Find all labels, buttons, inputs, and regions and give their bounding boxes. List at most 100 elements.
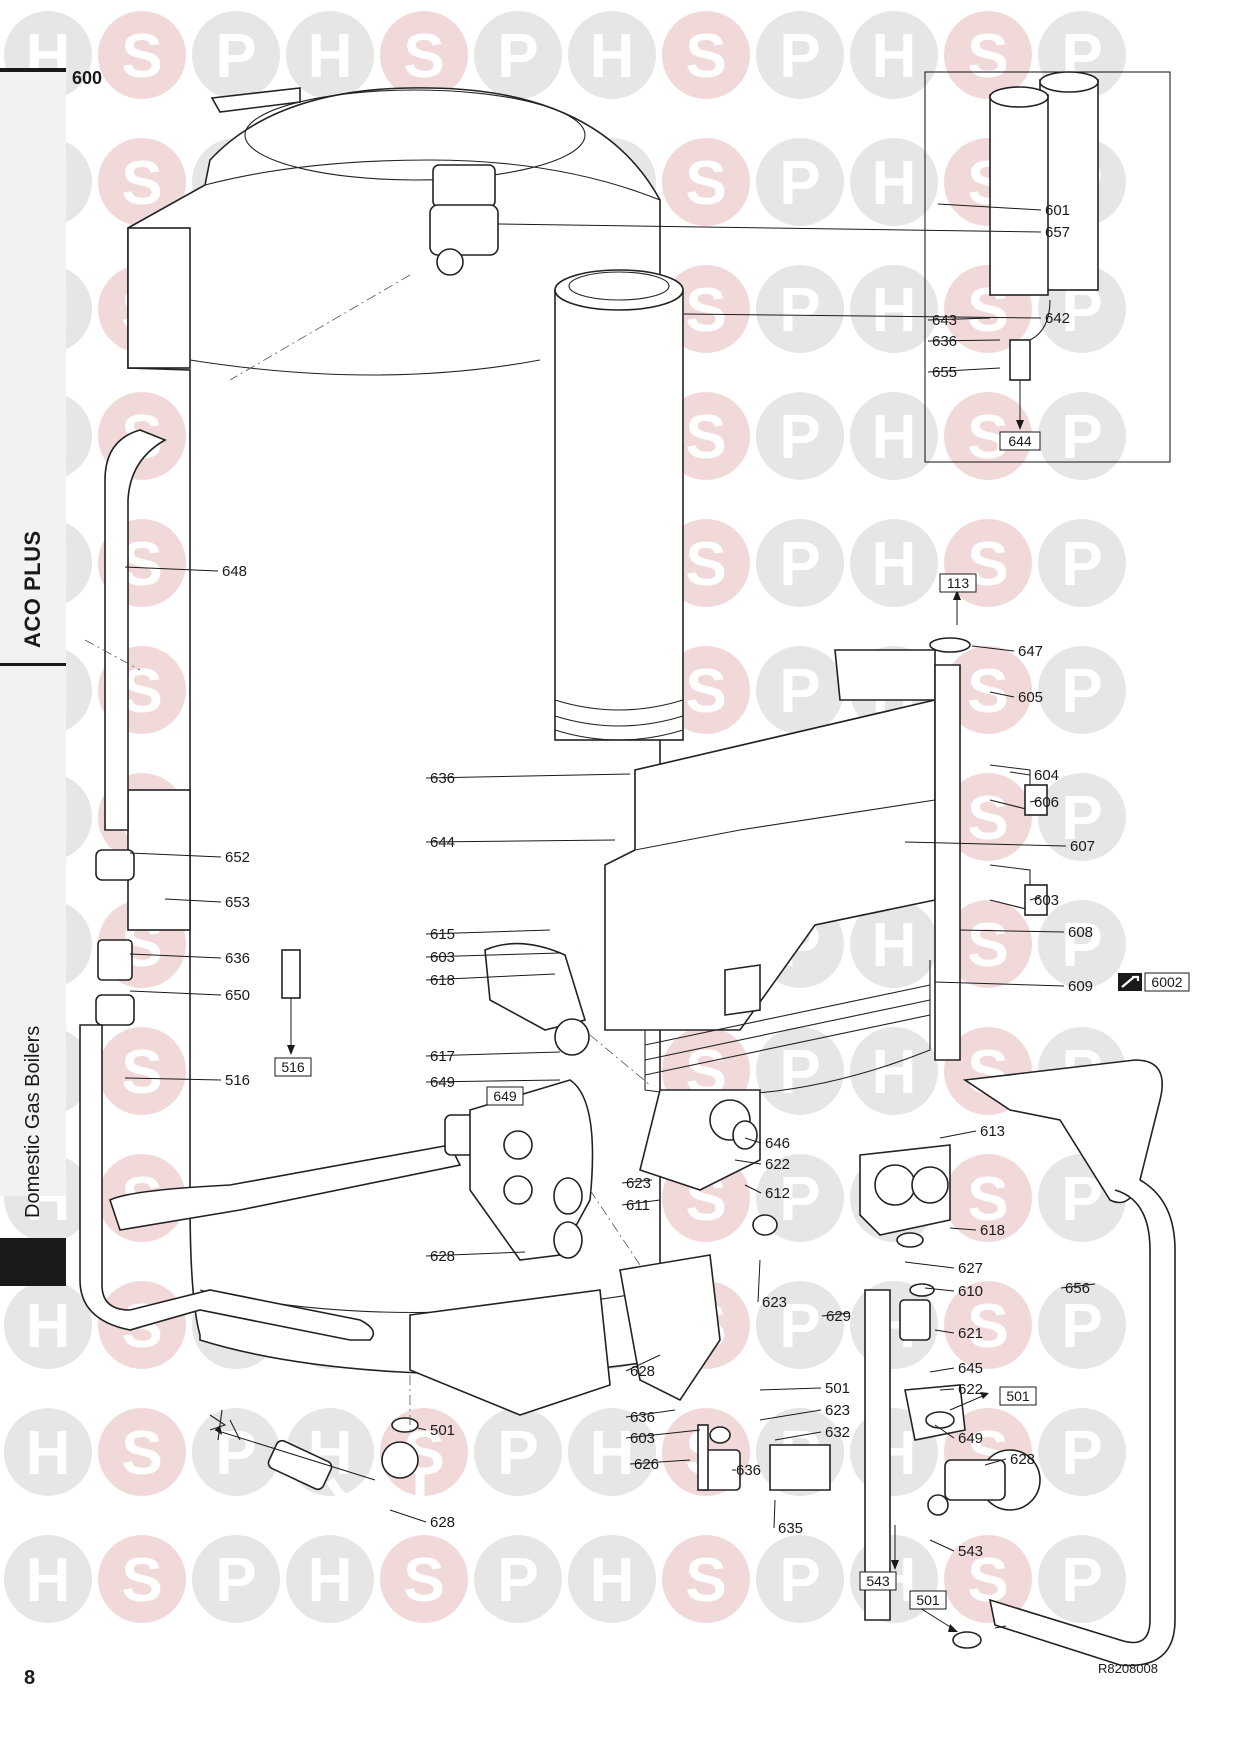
callout-leaders [124,203,1096,1629]
callout-label: 604 [1034,767,1059,784]
watermark-disc [4,1535,92,1623]
callout-leader [959,929,1065,933]
watermark-disc [850,138,938,226]
clips [989,764,1048,916]
watermark-disc [474,11,562,99]
watermark-letter: S [967,911,1008,980]
watermark-letter: S [967,657,1008,726]
watermark-letter: S [685,403,726,472]
callout-label: 644 [430,834,455,851]
callout-leader [757,1259,761,1303]
watermark-disc [568,1535,656,1623]
reference-box-label: 501 [1006,1388,1030,1404]
filter-cartridge [554,269,684,741]
callout-label: 647 [1018,643,1043,660]
watermark-letter: P [1061,403,1102,472]
watermark-letter: S [685,149,726,218]
watermark-disc [98,1408,186,1496]
watermark-letter: S [685,22,726,91]
callout-leader [1060,1283,1096,1289]
reference-box [909,1590,947,1610]
watermark-letter: P [215,1419,256,1488]
watermark-disc [756,392,844,480]
watermark-disc [98,138,186,226]
reference-box [999,1386,1037,1406]
watermark-letter: H [590,1546,635,1615]
reference-box [486,1086,524,1106]
left-manifold [469,942,594,1261]
callout-leader [164,898,222,903]
watermark-disc [286,1535,374,1623]
watermark-disc [1038,900,1126,988]
callout-label: 636 [932,333,957,350]
watermark-disc [756,1281,844,1369]
watermark-disc [850,519,938,607]
callout-label: 628 [430,1248,455,1265]
callout-leader [629,1459,691,1465]
watermark-disc [1038,1535,1126,1623]
watermark-letter: H [308,1546,353,1615]
reference-box [859,1571,897,1591]
watermark-disc [98,1535,186,1623]
callout-label: 645 [958,1360,983,1377]
watermark-letter: H [26,1292,71,1361]
assembly-guidelines [84,274,651,1430]
callout-leader [927,339,1001,342]
callout-leader [904,1261,955,1269]
callout-label: 601 [1045,202,1070,219]
watermark-letter: H [590,1419,635,1488]
callout-leader [904,841,1067,847]
watermark-letter: S [121,1038,162,1107]
watermark-disc [1038,392,1126,480]
callout-label: 607 [1070,838,1095,855]
callout-leader [949,1227,977,1231]
callout-leader [425,952,561,958]
callout-label: 628 [630,1363,655,1380]
callout-label: 636 [430,770,455,787]
watermark-disc [662,519,750,607]
callout-leader [971,645,1015,652]
watermark-letter: H [872,911,917,980]
callout-leader [939,1388,955,1391]
callout-leader [984,1458,1007,1466]
callout-label: 501 [825,1380,850,1397]
callout-leader [927,367,1001,373]
callout-label: 655 [932,364,957,381]
watermark-disc [380,1535,468,1623]
drain-hose [209,1409,425,1521]
reference-box-label: 649 [493,1088,517,1104]
watermark-letter: P [779,149,820,218]
callout-label: 649 [958,1430,983,1447]
watermark-disc [662,392,750,480]
watermark-disc [944,1281,1032,1369]
watermark-letter: H [872,22,917,91]
watermark-disc [756,1535,844,1623]
seals [391,637,982,1649]
watermark-letter: P [779,22,820,91]
watermark-letter: P [1061,911,1102,980]
callout-label: 623 [762,1294,787,1311]
watermark-letter: S [967,784,1008,853]
watermark-letter: P [779,1546,820,1615]
watermark-letter: P [1061,1292,1102,1361]
callout-label: 618 [430,972,455,989]
watermark-disc [850,392,938,480]
callout-leader [124,1077,222,1081]
callout-leader [773,1499,776,1529]
watermark-disc [850,900,938,988]
watermark-letter: P [1061,1546,1102,1615]
side-tab-separator [0,663,66,666]
callout-label: 603 [630,1430,655,1447]
watermark-disc [756,646,844,734]
watermark-disc [756,11,844,99]
watermark-disc [944,900,1032,988]
callout-label: 623 [626,1175,651,1192]
callout-leader [425,929,551,935]
watermark-disc [568,11,656,99]
callout-label: 603 [430,949,455,966]
callout-label: 649 [430,1074,455,1091]
callout-leader [934,1424,955,1439]
watermark-disc [1038,519,1126,607]
callout-leader [683,313,1042,319]
